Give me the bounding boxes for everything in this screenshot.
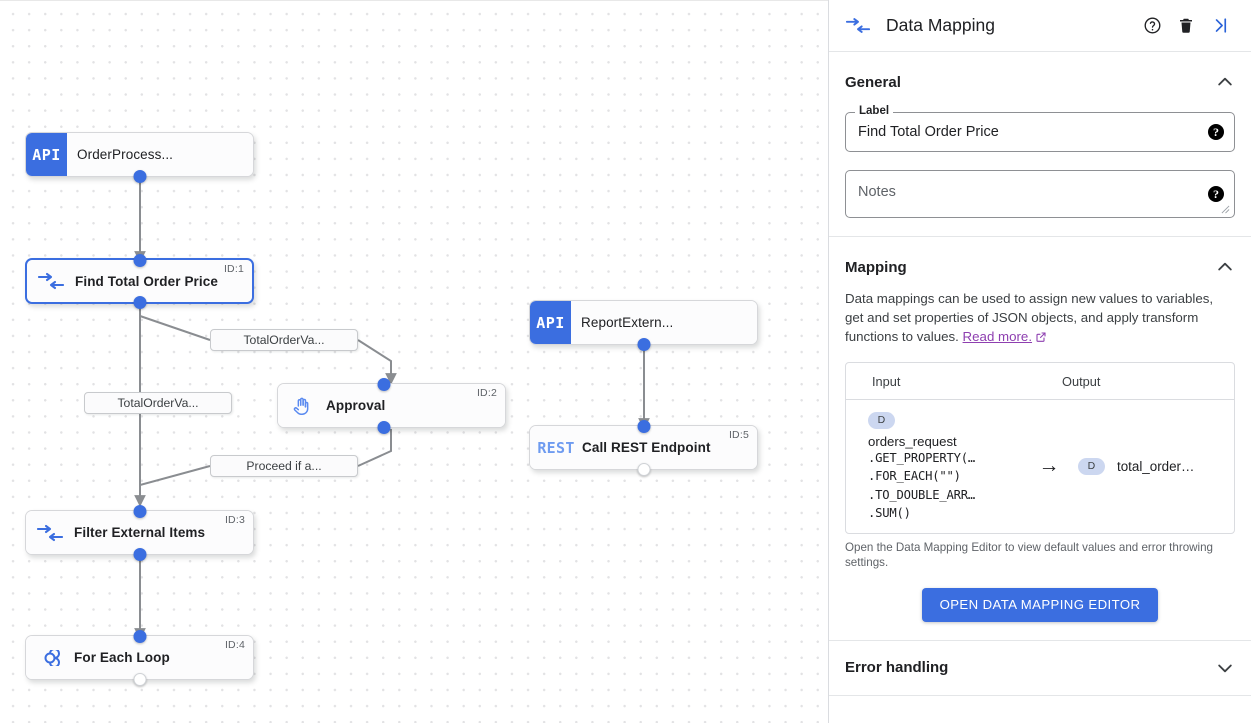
datatype-chip: D [868, 411, 895, 429]
input-variable-name: orders_request [868, 433, 957, 449]
input-function-4: .SUM() [868, 506, 911, 520]
node-label: Approval [326, 398, 386, 413]
node-output-port[interactable] [133, 547, 146, 561]
properties-panel: Data Mapping [828, 0, 1251, 723]
mapping-input-cell: D orders_request .GET_PROPERTY(… .FOR_EA… [846, 410, 1040, 523]
node-id-badge: ID:2 [476, 387, 497, 399]
node-label: Find Total Order Price [75, 273, 218, 289]
flow-node-find-total-order-price[interactable]: Find Total Order Price ID:1 [25, 253, 254, 309]
node-id-badge: ID:4 [224, 639, 245, 651]
flow-edges [134, 177, 650, 640]
edge-label[interactable]: Proceed if a... [210, 455, 358, 477]
section-divider [829, 694, 1251, 696]
flow-node-filter-external-items[interactable]: Filter External Items ID:3 [25, 504, 254, 561]
read-more-link[interactable]: Read more. [962, 329, 1033, 344]
mapping-description: Data mappings can be used to assign new … [845, 289, 1235, 348]
datatype-chip: D [1078, 457, 1105, 475]
hand-icon [278, 395, 326, 417]
edge-label[interactable]: TotalOrderVa... [84, 392, 232, 414]
table-row[interactable]: D orders_request .GET_PROPERTY(… .FOR_EA… [846, 400, 1234, 533]
section-divider [829, 639, 1251, 641]
infinity-icon [26, 649, 74, 666]
help-icon[interactable]: ? [1208, 124, 1224, 140]
panel-title: Data Mapping [886, 15, 995, 35]
flow-node-for-each-loop[interactable]: For Each Loop ID:4 [25, 629, 254, 686]
node-id-badge: ID:1 [223, 263, 244, 275]
external-link-icon[interactable] [1035, 329, 1047, 348]
mapping-output-cell: D total_order… [1072, 457, 1234, 475]
mapping-table: Input Output D orders_request .GET_PROPE… [845, 362, 1235, 534]
flow-node-call-rest-endpoint[interactable]: REST Call REST Endpoint ID:5 [529, 419, 758, 476]
notes-placeholder: Notes [858, 184, 896, 200]
panel-header: Data Mapping [829, 0, 1251, 52]
column-header-output: Output [1062, 373, 1101, 389]
section-mapping: Mapping Data mappings can be used to ass… [829, 237, 1251, 640]
chevron-up-icon[interactable] [1215, 257, 1235, 277]
section-general-header[interactable]: General [845, 66, 1235, 94]
trash-icon[interactable] [1171, 11, 1201, 41]
label-field[interactable]: Label Find Total Order Price ? [845, 105, 1235, 152]
label-field-value: Find Total Order Price [858, 124, 999, 140]
node-id-badge: ID:3 [224, 514, 245, 526]
input-function-1: .GET_PROPERTY(… [868, 450, 976, 465]
section-title: General [845, 73, 901, 91]
section-title: Mapping [845, 258, 907, 276]
resize-grip-icon[interactable] [1221, 205, 1230, 214]
mapping-table-header: Input Output [846, 363, 1234, 400]
rest-badge-icon: REST [537, 438, 575, 457]
node-input-port[interactable] [637, 419, 650, 433]
flow-node-reportextern[interactable]: API ReportExtern... [529, 300, 758, 351]
open-data-mapping-editor-button[interactable]: OPEN DATA MAPPING EDITOR [921, 587, 1159, 622]
mapping-arrow-icon: → [1038, 454, 1060, 478]
chevron-up-icon[interactable] [1215, 72, 1235, 92]
mapping-note: Open the Data Mapping Editor to view def… [845, 540, 1213, 569]
api-badge-icon: API [530, 301, 571, 344]
input-function-2: .FOR_EACH("") [868, 469, 961, 483]
label-field-legend: Label [855, 105, 894, 117]
node-input-port[interactable] [377, 377, 391, 391]
collapse-panel-icon[interactable] [1205, 11, 1235, 41]
node-label: For Each Loop [74, 650, 170, 665]
node-output-port[interactable] [637, 462, 650, 476]
section-mapping-header[interactable]: Mapping [845, 251, 1235, 279]
node-output-port[interactable] [637, 337, 650, 351]
data-mapping-icon [27, 272, 75, 290]
node-label: ReportExtern... [581, 315, 674, 330]
data-mapping-icon [846, 17, 870, 34]
node-output-port[interactable] [133, 169, 146, 183]
node-label: Call REST Endpoint [582, 440, 711, 455]
node-output-port[interactable] [133, 295, 146, 309]
flow-node-orderprocess[interactable]: API OrderProcess... [25, 132, 254, 183]
node-input-port[interactable] [133, 504, 146, 518]
output-variable-name: total_order… [1117, 458, 1195, 474]
section-divider [829, 236, 1251, 237]
node-input-port[interactable] [133, 629, 146, 643]
column-header-input: Input [872, 373, 901, 389]
notes-field[interactable]: Notes ? [845, 170, 1235, 218]
input-function-3: .TO_DOUBLE_ARR… [868, 487, 976, 502]
flow-node-approval[interactable]: Approval ID:2 [277, 377, 506, 434]
section-general: General Label Find Total Order Price ? N… [829, 52, 1251, 236]
section-title: Error handling [845, 659, 949, 676]
api-badge-icon: API [26, 133, 67, 176]
edge-label[interactable]: TotalOrderVa... [210, 329, 358, 351]
node-label: Filter External Items [74, 525, 206, 540]
node-output-port[interactable] [377, 420, 391, 434]
data-mapping-icon [26, 524, 74, 542]
help-icon[interactable]: ? [1208, 186, 1224, 202]
node-output-port[interactable] [133, 672, 146, 686]
mapping-description-text: Data mappings can be used to assign new … [845, 291, 1214, 344]
section-error-handling-header[interactable]: Error handling [829, 641, 1251, 695]
node-id-badge: ID:5 [728, 429, 749, 441]
help-circle-icon[interactable] [1137, 11, 1167, 41]
flow-canvas[interactable]: API OrderProcess... Find Total Order Pri… [0, 0, 828, 723]
chevron-down-icon[interactable] [1215, 658, 1235, 678]
node-label: OrderProcess... [77, 147, 174, 162]
node-input-port[interactable] [133, 253, 146, 267]
